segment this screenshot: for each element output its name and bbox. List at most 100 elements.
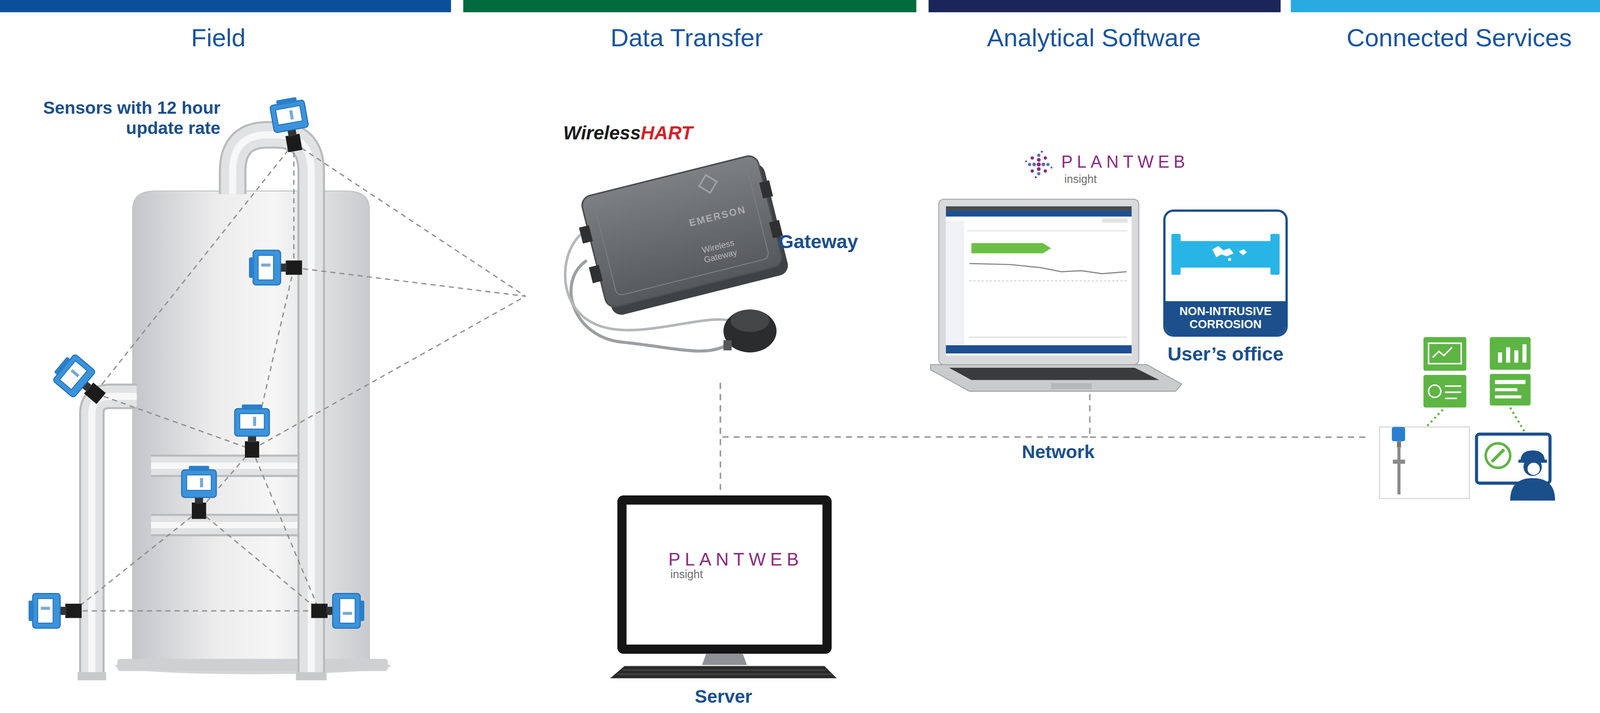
connected-services-icons [1423, 374, 1467, 408]
gateway-device [759, 180, 774, 199]
laptop [930, 199, 1182, 391]
laptop [948, 367, 1160, 380]
wireless-sensors [248, 250, 302, 285]
connected-services-icons [1444, 385, 1462, 399]
laptop [945, 206, 1132, 211]
gateway-device [571, 152, 793, 320]
network-bus-line [1089, 436, 1370, 438]
process-pipes [91, 396, 137, 677]
connected-services-icons [1476, 434, 1551, 484]
wireless-sensors [311, 593, 365, 628]
process-pipes [296, 671, 327, 680]
process-pipes [77, 134, 327, 680]
laptop [971, 243, 1051, 254]
connected-services-icons [1392, 459, 1405, 464]
edge-label: Network [1019, 442, 1098, 463]
logo-text: PLANTWEB [668, 549, 804, 568]
connected-services-icons [1489, 373, 1531, 406]
wireless-sensors [28, 593, 82, 628]
laptop [967, 230, 1128, 231]
users-office: NON-INTRUSIVE CORROSION User’s office [923, 195, 1300, 393]
plantweb-server: PLANTWEBinsightServer [610, 492, 840, 710]
wireless-mesh-links [94, 393, 253, 450]
column-bars [0, 0, 1600, 13]
laptop [945, 210, 1132, 217]
wireless-mesh-links [73, 609, 320, 612]
connected-services-icons [1514, 350, 1519, 363]
connected-services-icons [1510, 477, 1556, 501]
wireless-mesh-links [73, 142, 526, 611]
office-label: User’s office [1154, 342, 1298, 365]
storage-tank [132, 190, 370, 664]
wireless-mesh-links [293, 142, 526, 297]
corrosion-pipe-icon [1179, 240, 1272, 268]
server-monitor [617, 669, 832, 674]
laptop [969, 336, 1127, 338]
server-monitor [701, 653, 747, 665]
column-bars [0, 0, 452, 13]
wireless-sensors [234, 404, 270, 458]
connected-services-icons [1527, 462, 1540, 475]
process-pipes [150, 465, 302, 525]
connected-services-icons [1428, 342, 1462, 364]
connected-services-icons [1489, 336, 1531, 370]
gateway-device [723, 309, 777, 352]
connected-services-icons [1494, 379, 1526, 384]
tile-caption: NON-INTRUSIVE CORROSION [1165, 301, 1286, 334]
connected-services-icons [1423, 336, 1467, 371]
plantweb-logo-mark [1024, 150, 1053, 178]
connected-services-icons [1396, 441, 1401, 448]
connected-services-icons [1498, 352, 1503, 363]
laptop [1102, 218, 1128, 223]
wireless-mesh-links [199, 510, 320, 611]
process-pipes [91, 396, 137, 677]
server-monitor [617, 495, 832, 654]
connected-services-icons [1506, 347, 1511, 363]
connected-services-icons [1518, 459, 1547, 463]
process-pipes [150, 465, 302, 525]
corrosion-pipe-icon [1238, 248, 1247, 256]
sensor-note-text: Sensors with 12 hour update rate [4, 97, 221, 139]
protocol-logo-text: Wireless [563, 122, 641, 144]
server-label: Server [610, 685, 837, 707]
device-brand: EMERSON [687, 203, 748, 229]
gateway-device [579, 225, 594, 244]
wireless-gateway: Gateway [559, 150, 876, 383]
laptop [930, 364, 1182, 391]
connected-services-icons [1391, 426, 1406, 442]
gateway-device [565, 152, 793, 353]
server-monitor [610, 495, 837, 679]
storage-tank [117, 658, 388, 671]
corrosion-pipe-icon [1171, 233, 1280, 275]
logo-subtext: insight [670, 568, 703, 580]
gateway-device [730, 309, 770, 332]
connected-services-icons [1494, 387, 1518, 391]
corrosion-app-tile: NON-INTRUSIVE CORROSION [1163, 209, 1288, 337]
wireless-mesh-links [293, 267, 526, 297]
connected-services-icons [1485, 443, 1511, 468]
connected-services-icons [1428, 385, 1441, 398]
column-bars [928, 0, 1281, 13]
process-pipes [91, 396, 137, 677]
laptop [1050, 382, 1092, 390]
corrosion-pipe-icon [1270, 233, 1280, 275]
process-pipes [77, 671, 107, 680]
storage-tank [115, 657, 391, 674]
gateway-device [723, 340, 732, 351]
sensor-note: Sensors with 12 hour update rate [4, 97, 223, 156]
protocol-logo-text: HART [640, 122, 693, 144]
connected-services-icons [1397, 447, 1401, 495]
gateway-device [696, 172, 720, 196]
storage-tank [115, 190, 391, 674]
wireless-sensors [28, 95, 365, 628]
connected-services-icons [1491, 449, 1504, 462]
gateway-device [589, 264, 603, 284]
wireless-mesh-links [293, 142, 295, 268]
laptop [945, 206, 1132, 356]
corrosion-pipe-icon [1212, 246, 1234, 258]
column-bars [1290, 0, 1600, 13]
column-bars [463, 0, 917, 13]
wireless-mesh-links [252, 296, 526, 450]
